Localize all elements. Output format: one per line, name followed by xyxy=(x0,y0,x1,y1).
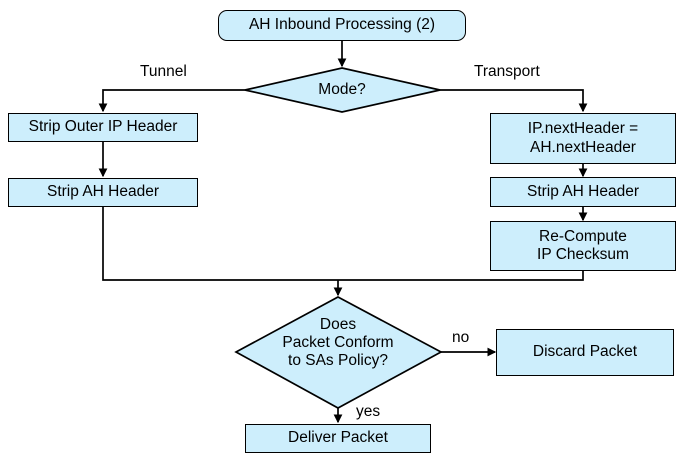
edge-label-yes: yes xyxy=(356,403,381,420)
edge-label-tunnel: Tunnel xyxy=(140,63,187,80)
node-ip-next-header: IP.nextHeader = AH.nextHeader xyxy=(490,113,676,164)
edge-label-transport: Transport xyxy=(474,63,540,80)
node-deliver-packet: Deliver Packet xyxy=(245,424,431,453)
node-strip-ah-header-tunnel: Strip AH Header xyxy=(8,178,198,207)
edge-transport-join xyxy=(338,270,584,281)
edge-mode-tunnel xyxy=(98,89,245,113)
edge-mode-transport xyxy=(440,89,588,113)
node-recompute-ip-checksum: Re-Compute IP Checksum xyxy=(490,221,676,271)
node-strip-ah-header-transport: Strip AH Header xyxy=(490,177,676,207)
edge-label-no: no xyxy=(452,329,470,346)
mode-decision-diamond xyxy=(244,67,441,113)
node-discard-packet: Discard Packet xyxy=(496,329,674,376)
conform-decision-diamond xyxy=(234,296,443,409)
node-strip-outer-ip-header: Strip Outer IP Header xyxy=(8,113,198,142)
edge-tunnel-join xyxy=(102,206,338,281)
node-start: AH Inbound Processing (2) xyxy=(218,10,466,41)
